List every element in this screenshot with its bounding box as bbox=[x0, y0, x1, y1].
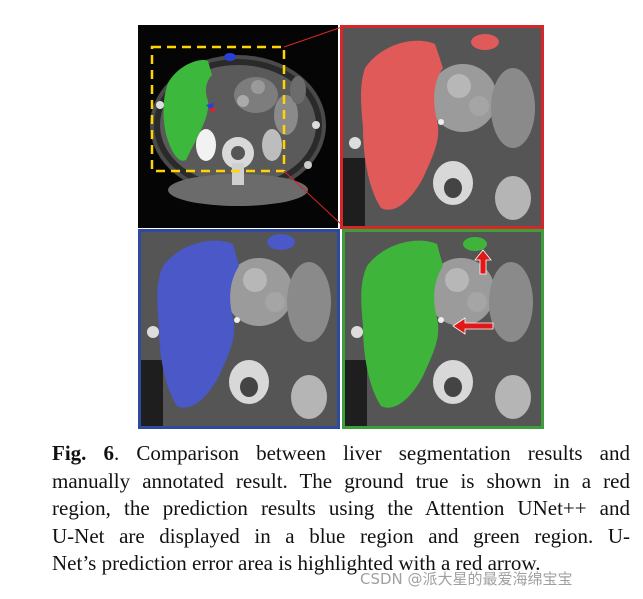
caption-line-2: manually annotated result. The ground tr… bbox=[52, 468, 630, 493]
caption-line-3: region, the prediction results using the… bbox=[52, 496, 630, 520]
caption-line-4: U-Net are displayed in a blue region and… bbox=[52, 523, 630, 548]
error-arrow-left bbox=[452, 317, 494, 335]
ct-overview-panel bbox=[138, 25, 338, 228]
caption-line-5: Net’s prediction error area is highlight… bbox=[52, 551, 541, 575]
unet-image bbox=[345, 232, 541, 426]
csdn-watermark: CSDN @派大星的最爱海绵宝宝 bbox=[360, 570, 573, 588]
attention-unetpp-panel bbox=[138, 229, 340, 429]
figure-caption: Fig. 6. Comparison between liver segment… bbox=[52, 440, 630, 578]
ground-truth-image bbox=[343, 28, 541, 226]
ct-overview-image bbox=[138, 25, 338, 228]
ground-truth-panel bbox=[340, 25, 544, 229]
unet-panel bbox=[342, 229, 544, 429]
caption-label: Fig. 6 bbox=[52, 441, 114, 465]
attention-unetpp-image bbox=[141, 232, 337, 426]
caption-line-1: Fig. 6. Comparison between liver segment… bbox=[52, 441, 630, 465]
figure-6 bbox=[138, 25, 544, 429]
error-arrow-up bbox=[474, 249, 492, 275]
